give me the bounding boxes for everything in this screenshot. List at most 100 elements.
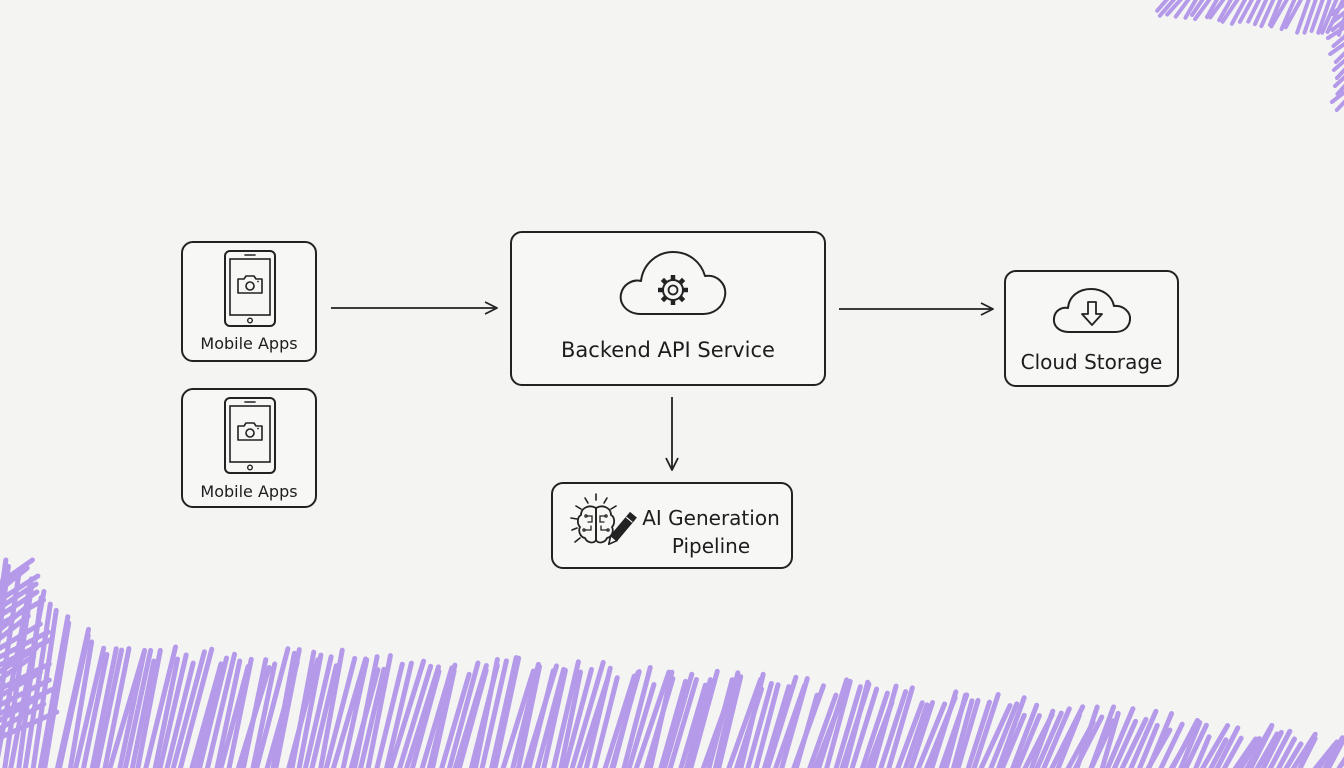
mobile-apps-node[interactable]: Mobile Apps — [181, 241, 317, 362]
ai-generation-pipeline-node[interactable]: AI Generation Pipeline — [551, 482, 793, 569]
scribble-stroke — [1217, 0, 1234, 23]
scribble-stroke — [1214, 725, 1241, 768]
scribble-stroke — [240, 657, 269, 768]
scribble-stroke — [73, 645, 107, 768]
scribble-stroke — [591, 675, 620, 768]
scribble-stroke — [157, 652, 189, 768]
scribble-stroke — [1331, 34, 1344, 48]
scribble-stroke — [859, 690, 890, 768]
scribble-stroke — [716, 674, 744, 768]
scribble-stroke — [562, 666, 594, 768]
scribble-stroke — [1105, 706, 1136, 768]
scribble-stroke — [56, 633, 91, 768]
scribble-stroke — [943, 692, 968, 768]
scribble-stroke — [1199, 723, 1231, 768]
scribble-stroke — [0, 637, 53, 668]
scribble-stroke — [633, 669, 672, 768]
scribble-stroke — [955, 697, 981, 768]
scribble-stroke — [429, 668, 457, 768]
ai-label-line-2: Pipeline — [671, 534, 751, 558]
scribble-stroke — [1014, 713, 1042, 768]
scribble-stroke — [849, 686, 880, 768]
scribble-stroke — [374, 661, 405, 768]
mobile-apps-label: Mobile Apps — [200, 482, 298, 501]
scribble-stroke — [1232, 736, 1259, 768]
scribble-stroke — [950, 698, 975, 768]
scribble-stroke — [0, 621, 43, 651]
scribble-stroke — [358, 666, 387, 768]
scribble-stroke — [1254, 731, 1280, 768]
scribble-stroke — [1099, 710, 1121, 768]
scribble-stroke — [1221, 735, 1244, 768]
mobile-apps-node[interactable]: Mobile Apps — [181, 388, 317, 508]
scribble-stroke — [816, 677, 850, 768]
scribble-stroke — [409, 668, 442, 768]
scribble-stroke — [908, 699, 936, 768]
scribble-stroke — [996, 695, 1027, 768]
scribble-stroke — [0, 693, 43, 723]
scribble-stroke — [0, 701, 47, 732]
scribble-stroke — [753, 682, 781, 768]
scribble-stroke — [915, 701, 948, 768]
scribble-stroke — [683, 677, 713, 768]
scribble-stroke — [558, 669, 583, 768]
scribble-stroke — [500, 668, 536, 768]
scribble-stroke — [323, 655, 358, 768]
scribble-stroke — [1331, 58, 1344, 72]
scribble-stroke — [0, 677, 52, 708]
scribble-stroke — [824, 678, 853, 768]
scribble-stroke — [602, 673, 637, 768]
scribble-stroke — [610, 670, 641, 768]
scribble-stroke — [254, 646, 291, 768]
scribble-stroke — [761, 684, 792, 768]
scribble-stroke — [738, 671, 766, 768]
scribble-stroke — [1330, 2, 1344, 16]
scribble-stroke — [143, 644, 179, 768]
scribble-stroke — [152, 656, 181, 768]
scribble-stroke — [833, 684, 863, 768]
cloud-storage-node[interactable]: Cloud Storage — [1004, 270, 1179, 387]
scribble-stroke — [569, 659, 606, 768]
scribble-stroke — [1158, 721, 1185, 768]
scribble-stroke — [456, 667, 489, 768]
scribble-stroke — [878, 689, 909, 768]
scribble-stroke — [250, 661, 278, 768]
scribble-stroke — [1055, 712, 1082, 768]
scribble-stroke — [479, 658, 509, 768]
scribble-stroke — [214, 658, 243, 768]
scribble-stroke — [42, 620, 72, 768]
scribble-stroke — [1183, 0, 1198, 20]
scribble-stroke — [1208, 737, 1229, 768]
scribble-stroke — [102, 646, 132, 768]
scribble-stroke — [745, 680, 774, 768]
backend-api-service-node[interactable]: Backend API Service — [510, 231, 826, 386]
scribble-stroke — [318, 647, 345, 768]
scribble-stroke — [1334, 67, 1344, 80]
scribble-stroke — [706, 677, 735, 768]
scribble-stroke — [129, 658, 157, 768]
scribble-stroke — [289, 649, 317, 768]
scribble-stroke — [0, 709, 60, 741]
scribble-stroke — [895, 700, 925, 768]
scribble-stroke — [534, 666, 567, 768]
scribble-stroke — [1088, 704, 1117, 768]
scribble-stroke — [1333, 74, 1344, 88]
scribble-stroke — [658, 678, 689, 768]
scribble-stroke — [902, 702, 930, 768]
scribble-stroke — [117, 647, 148, 768]
scribble-stroke — [1183, 722, 1209, 768]
scribble-stroke — [626, 682, 657, 768]
scribble-stroke — [842, 679, 871, 768]
scribble-stroke — [1269, 0, 1289, 29]
scribble-stroke — [189, 661, 224, 768]
scribble-stroke — [1325, 738, 1344, 768]
scribble-stroke — [1137, 722, 1160, 768]
scribble-stroke — [929, 689, 959, 768]
scribble-stroke — [0, 605, 28, 633]
scribble-stroke — [551, 659, 581, 768]
scribble-stroke — [870, 683, 899, 768]
scribble-stroke — [0, 613, 31, 642]
ai-generation-pipeline-label: AI Generation Pipeline — [641, 504, 781, 560]
scribble-stroke — [0, 629, 51, 660]
